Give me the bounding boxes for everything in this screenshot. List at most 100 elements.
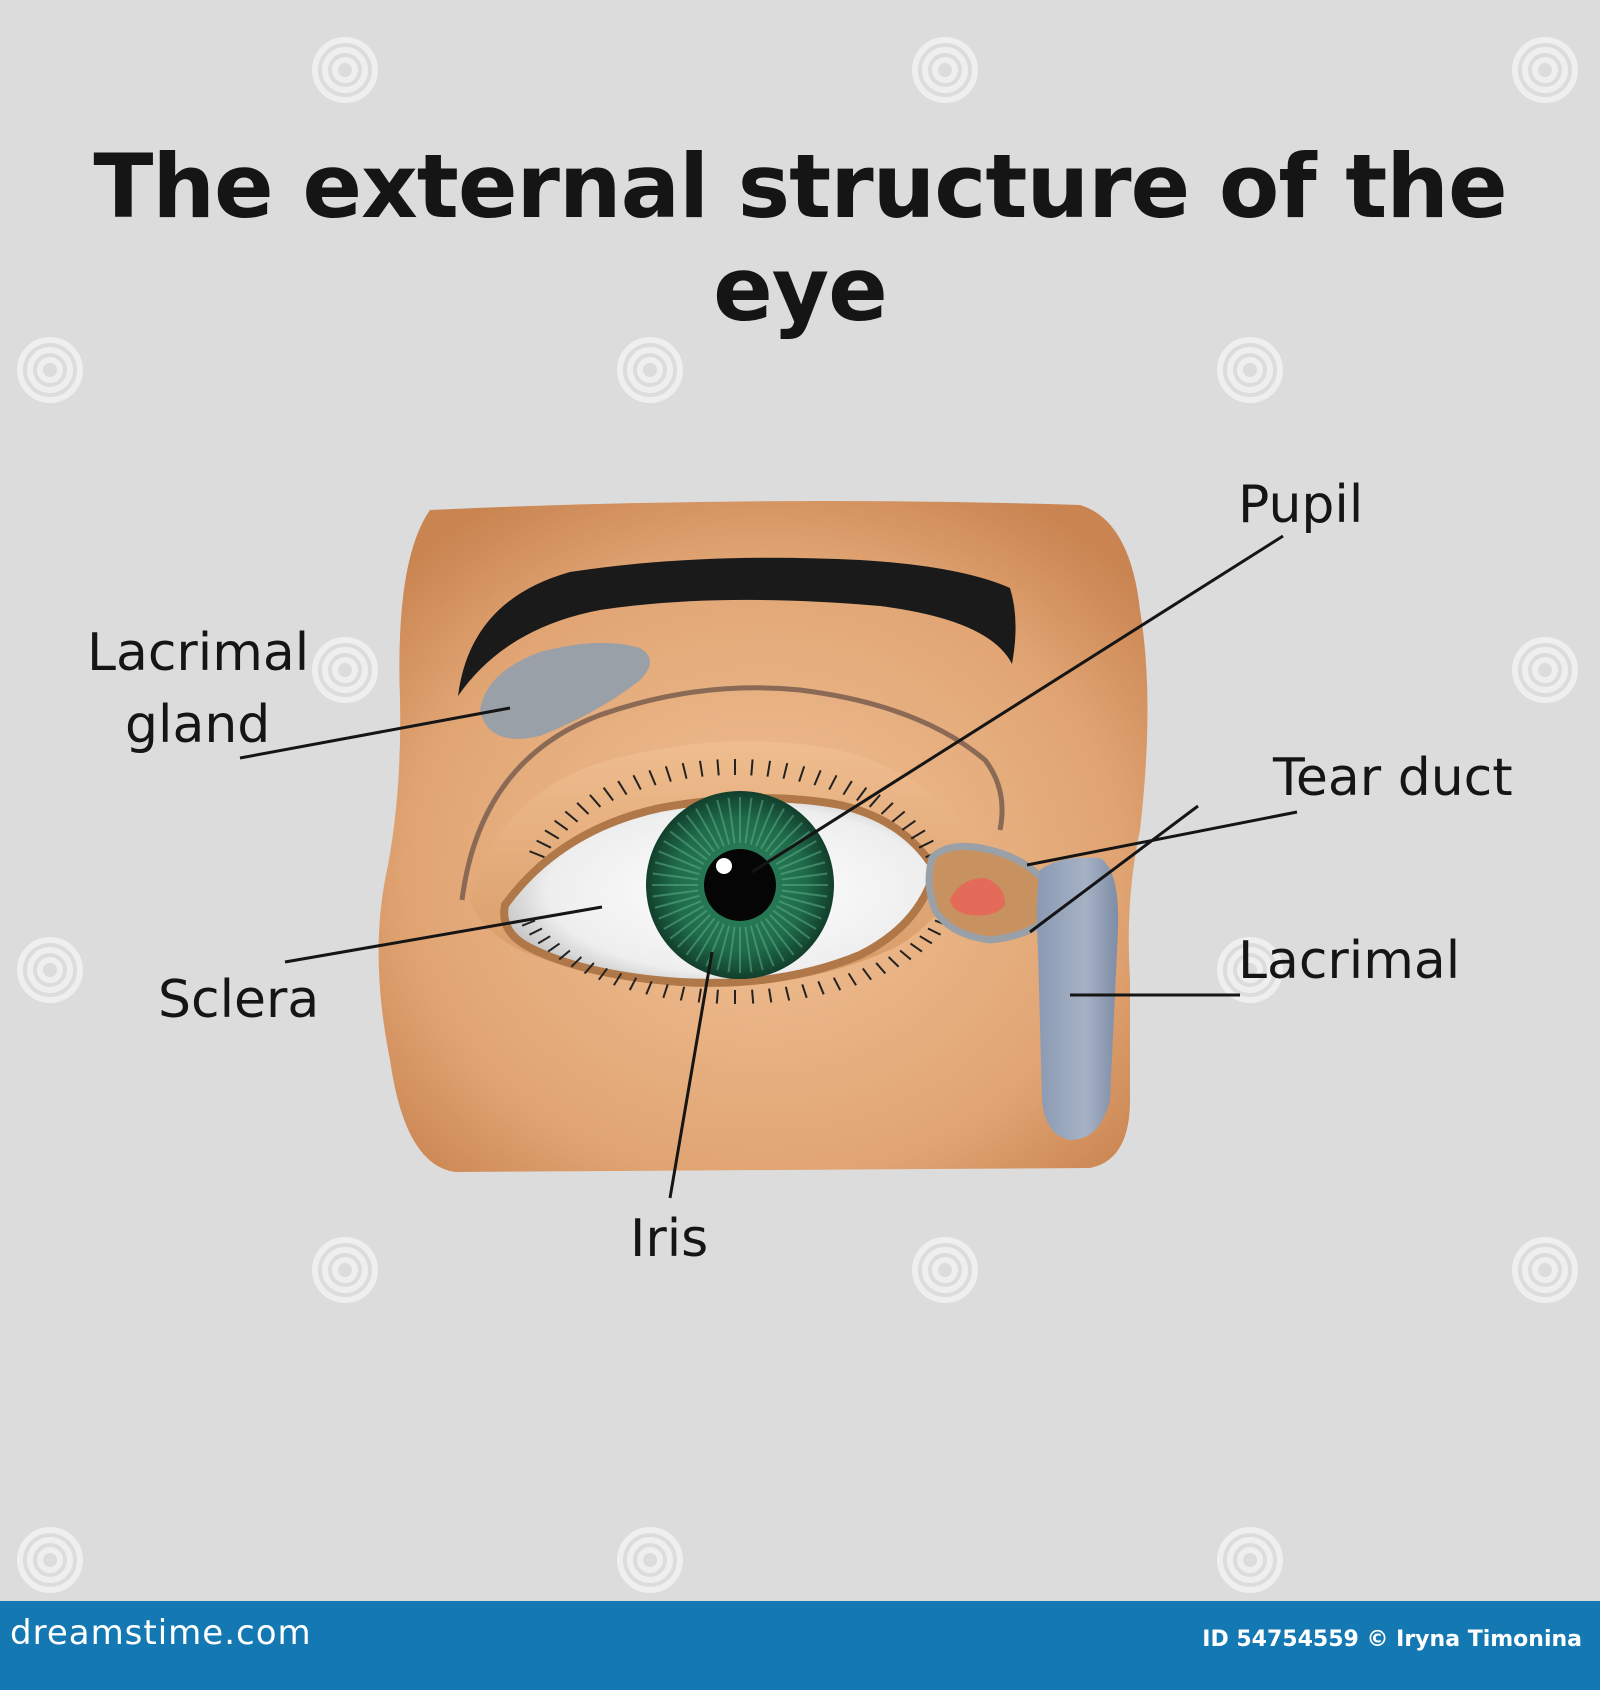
spiral-watermark-icon [912,37,978,103]
spiral-ring [17,337,83,403]
iris-ray [780,861,826,876]
eyelash [679,986,686,1001]
spiral-ring [637,357,663,383]
eyelash [856,787,868,802]
eyelash [521,919,536,927]
iris-ray [749,925,764,971]
eyelash [544,829,560,840]
spiral-watermark-icon [1217,1527,1283,1593]
eyelash [681,762,688,779]
label-lacrimal-gland-line1: Lacrimal [87,623,309,683]
eyelash [891,810,906,823]
spiral-ring [637,1547,663,1573]
upper-eyelashes [529,759,941,859]
eyelash [570,956,583,968]
label-sclera: Sclera [158,970,319,1030]
iris-ray [749,799,764,845]
eyelash [784,986,791,1001]
iris-ray [775,840,817,865]
iris-ray [744,797,753,844]
eyelash [715,989,719,1004]
eyelash [536,839,552,849]
eyelash [847,972,857,986]
eyelash [583,962,595,975]
iris-ray [654,861,700,876]
iris-ray [658,900,702,920]
label-iris: Iris [630,1209,708,1269]
eyelash [862,967,872,981]
iris-ray [727,797,736,844]
iris-ray [781,872,828,881]
iris-ray [716,799,731,845]
eyelash [782,762,789,779]
eyelid-crease [459,685,1005,901]
spiral-ring [322,1247,368,1293]
eyelash [832,977,842,991]
iris-ray [685,917,716,956]
spiral-ring [37,957,63,983]
diagram-title: The external structure of the eye [93,135,1507,341]
eyelash [901,819,916,831]
iris-ray [652,889,699,898]
label-tear-duct: Tear duct [1272,748,1513,808]
eyelash [529,850,545,859]
eyelash [547,942,561,953]
spiral-watermark-icon [17,337,83,403]
iris-ray [778,850,822,870]
eyelash [918,839,934,849]
iris-ray [652,872,699,881]
lacrimal-sac [1036,857,1119,1140]
footer-brand[interactable]: dreamstime.com [10,1613,312,1653]
spiral-ring [1512,1237,1578,1303]
eyelash [617,780,628,796]
spiral-ring [312,37,378,103]
iris-ray [663,840,705,865]
iris-ray [755,803,775,847]
spiral-ring [332,57,358,83]
eyelash [576,802,590,815]
spiral-ring [322,47,368,93]
spiral-ring [932,57,958,83]
spiral-ring [1227,1537,1273,1583]
spiral-ring [27,947,73,993]
spiral-ring [1227,347,1273,393]
eyelash [554,819,569,831]
caruncle [950,878,1005,916]
eyelash [537,935,551,945]
eyelash [875,962,887,975]
iris-ray [764,917,795,956]
iris-ray [778,900,822,920]
spiral-watermark-icon [617,1527,683,1593]
eyelash [628,977,638,991]
spiral-ring [1217,1527,1283,1593]
spiral-ring [332,657,358,683]
eyelash [919,935,933,945]
spiral-ring [1522,647,1568,693]
spiral-ring [37,357,63,383]
spiral-ring [912,1237,978,1303]
spiral-ring [37,1547,63,1573]
iris-ray [768,913,803,948]
eyelash [716,759,720,776]
eyelash [632,774,642,791]
eyelash [662,984,669,999]
iris-ray [772,909,811,940]
eyelash [558,949,571,961]
eyelash [598,967,608,981]
eyelash [768,988,773,1003]
spiral-ring [27,1537,73,1583]
spiral-ring [617,1527,683,1593]
eyelash [751,989,755,1004]
iris-ray [677,822,712,857]
spiral-ring [27,347,73,393]
footer-image-credit: ID 54754559 © Iryna Timonina [1202,1627,1582,1652]
eyelash [664,766,672,782]
eyebrow [458,557,1016,696]
leader-sclera [284,905,603,964]
iris-ray [705,803,725,847]
eyelash [529,927,543,936]
eyelash [698,760,704,777]
spiral-watermark-icon [312,637,378,703]
spiral-watermark-icon [312,37,378,103]
iris-ray [677,913,712,948]
